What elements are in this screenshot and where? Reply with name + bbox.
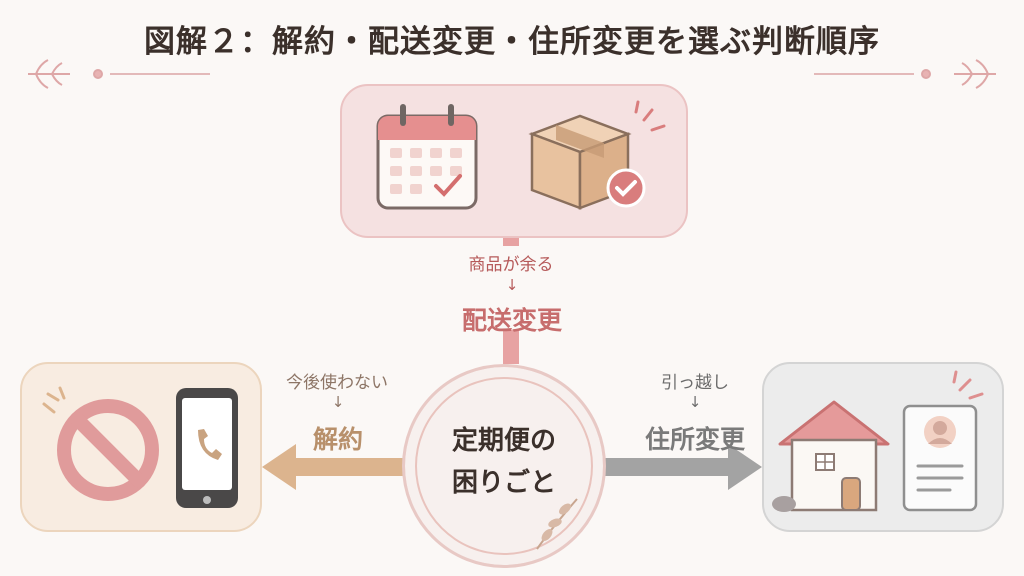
calendar-check-icon: [376, 104, 478, 210]
phone-icon: [176, 388, 238, 508]
action-label-delivery-change: 配送変更: [461, 306, 562, 335]
hub-label-line2: 困りごと: [451, 468, 556, 498]
profile-card-icon: [902, 404, 978, 512]
leaf-sprig-icon: [536, 498, 578, 550]
diagram-title: 図解２：解約・配送変更・住所変更を選ぶ判断順序: [144, 24, 880, 60]
hub-label: 定期便の 困りごと: [402, 420, 606, 504]
package-check-icon: [528, 100, 666, 210]
hub-label-line1: 定期便の: [451, 426, 556, 456]
condition-label-top: 商品が余る: [468, 255, 554, 275]
prohibited-icon: [42, 386, 159, 501]
down-arrow-icon: ↓: [505, 276, 519, 294]
house-icon: [772, 370, 984, 512]
down-arrow-icon: ↓: [331, 393, 345, 411]
central-hub-circle: [402, 364, 606, 568]
panel-address-change: [762, 362, 1004, 532]
action-label-cancel: 解約: [312, 425, 363, 454]
action-label-address-change: 住所変更: [644, 425, 745, 454]
panel-cancel: [20, 362, 262, 532]
sprig-left-icon: [28, 59, 103, 89]
condition-label-left: 今後使わない: [286, 373, 388, 393]
sprig-right-icon: [921, 59, 996, 89]
condition-label-right: 引っ越し: [661, 373, 729, 393]
panel-delivery-change: [340, 84, 688, 238]
down-arrow-icon: ↓: [688, 393, 702, 411]
